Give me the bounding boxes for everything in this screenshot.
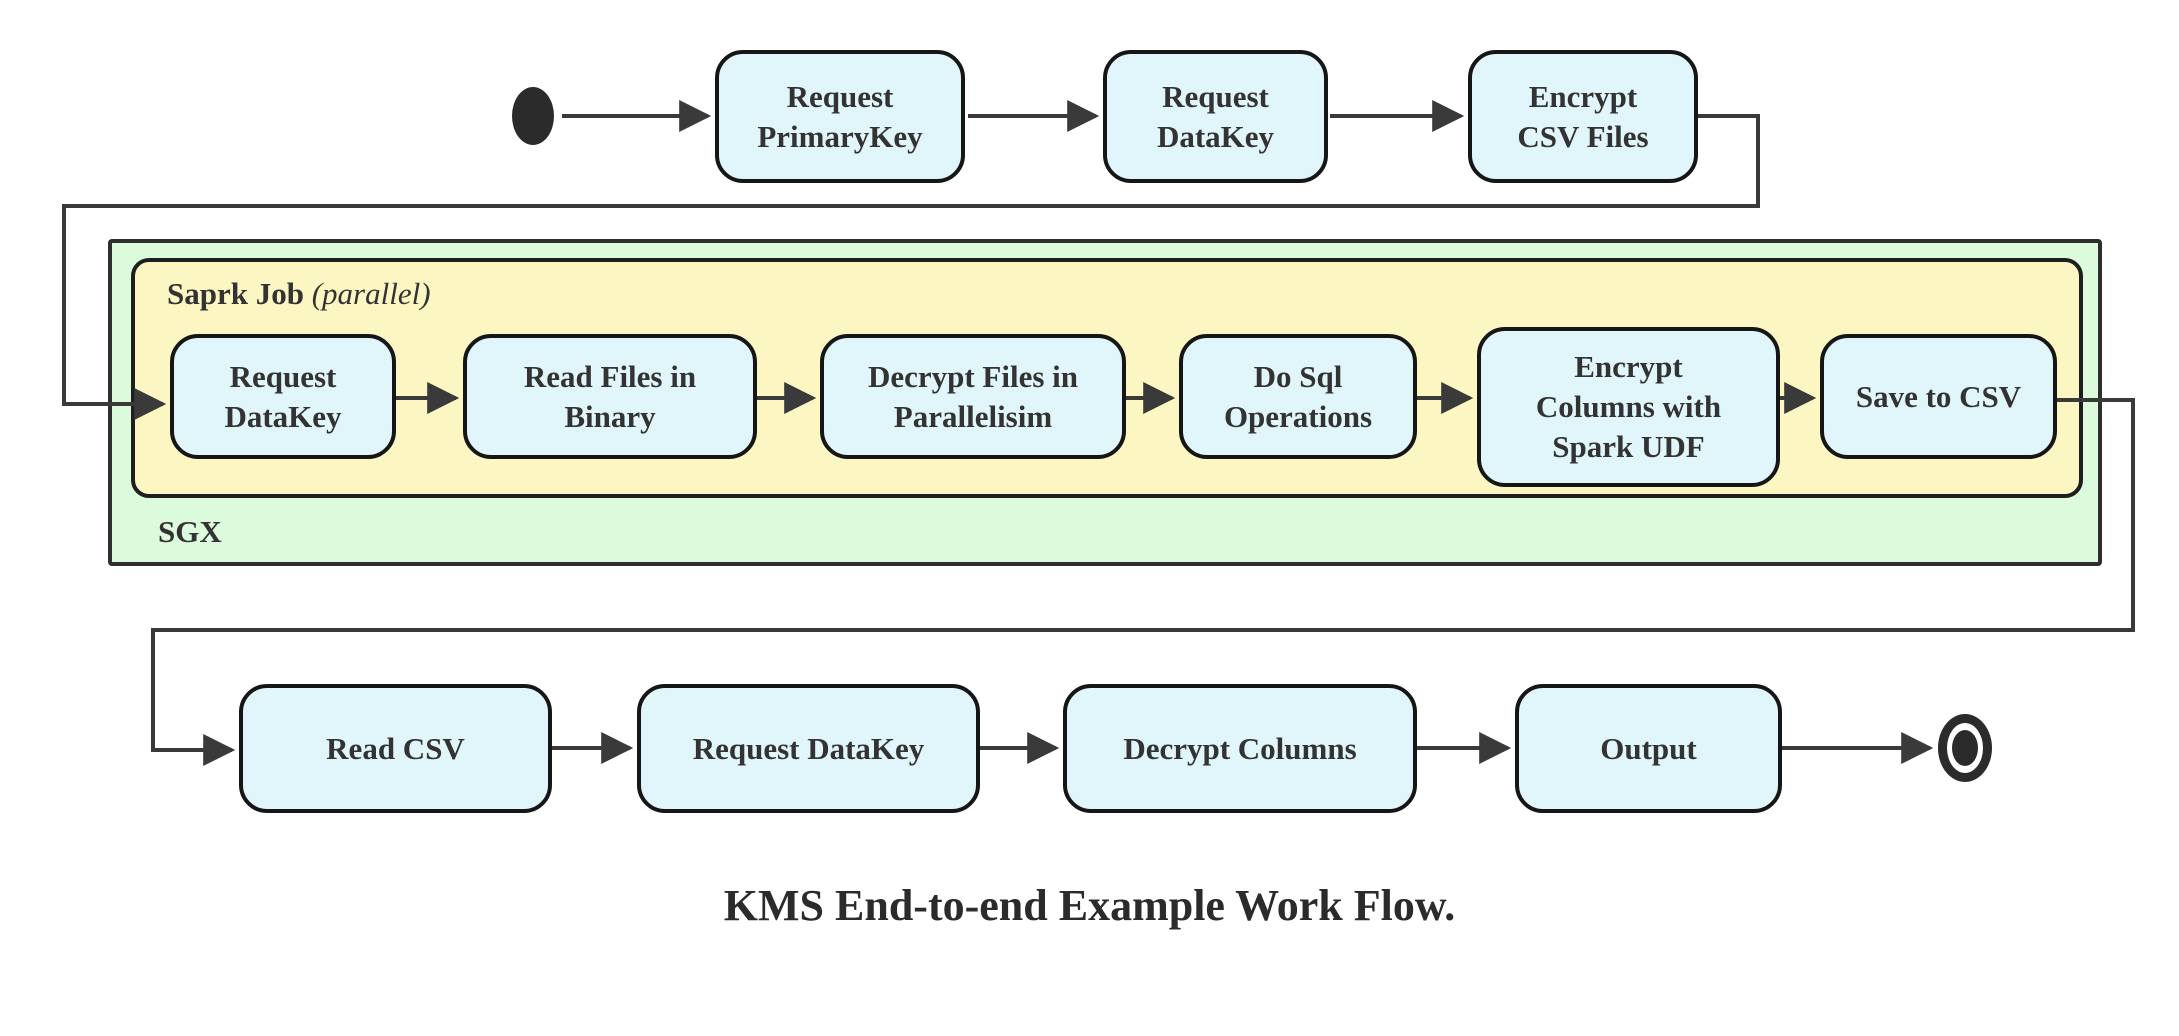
node-encrypt-csv-files: Encrypt CSV Files	[1468, 50, 1698, 183]
edge-encrypt-csv-files-to-sgx-request-datakey	[62, 114, 1760, 420]
node-decrypt-files-in-parallelisim: Decrypt Files in Parallelisim	[820, 334, 1126, 459]
start-state-node	[512, 87, 554, 145]
node-request-primarykey: Request PrimaryKey	[715, 50, 965, 183]
node-read-files-in-binary: Read Files in Binary	[463, 334, 757, 459]
node-do-sql-operations: Do Sql Operations	[1179, 334, 1417, 459]
node-save-to-csv: Save to CSV	[1820, 334, 2057, 459]
node-decrypt-columns: Decrypt Columns	[1063, 684, 1417, 813]
node-request-datakey-sgx: Request DataKey	[170, 334, 396, 459]
node-read-csv: Read CSV	[239, 684, 552, 813]
spark-job-label-text: Saprk Job	[167, 276, 304, 311]
edge-save-csv-to-read-csv	[151, 398, 2135, 766]
end-state-node	[1938, 714, 1992, 782]
node-output: Output	[1515, 684, 1782, 813]
node-request-datakey-top: Request DataKey	[1103, 50, 1328, 183]
node-encrypt-columns-with-spark-udf: Encrypt Columns with Spark UDF	[1477, 327, 1780, 487]
spark-job-parallel-qualifier: (parallel)	[311, 276, 431, 311]
end-state-inner-dot	[1952, 730, 1978, 766]
spark-job-container-label: Saprk Job (parallel)	[167, 276, 431, 312]
sgx-container-label: SGX	[158, 514, 222, 549]
node-request-datakey-bottom: Request DataKey	[637, 684, 980, 813]
diagram-caption: KMS End-to-end Example Work Flow.	[723, 881, 1456, 930]
